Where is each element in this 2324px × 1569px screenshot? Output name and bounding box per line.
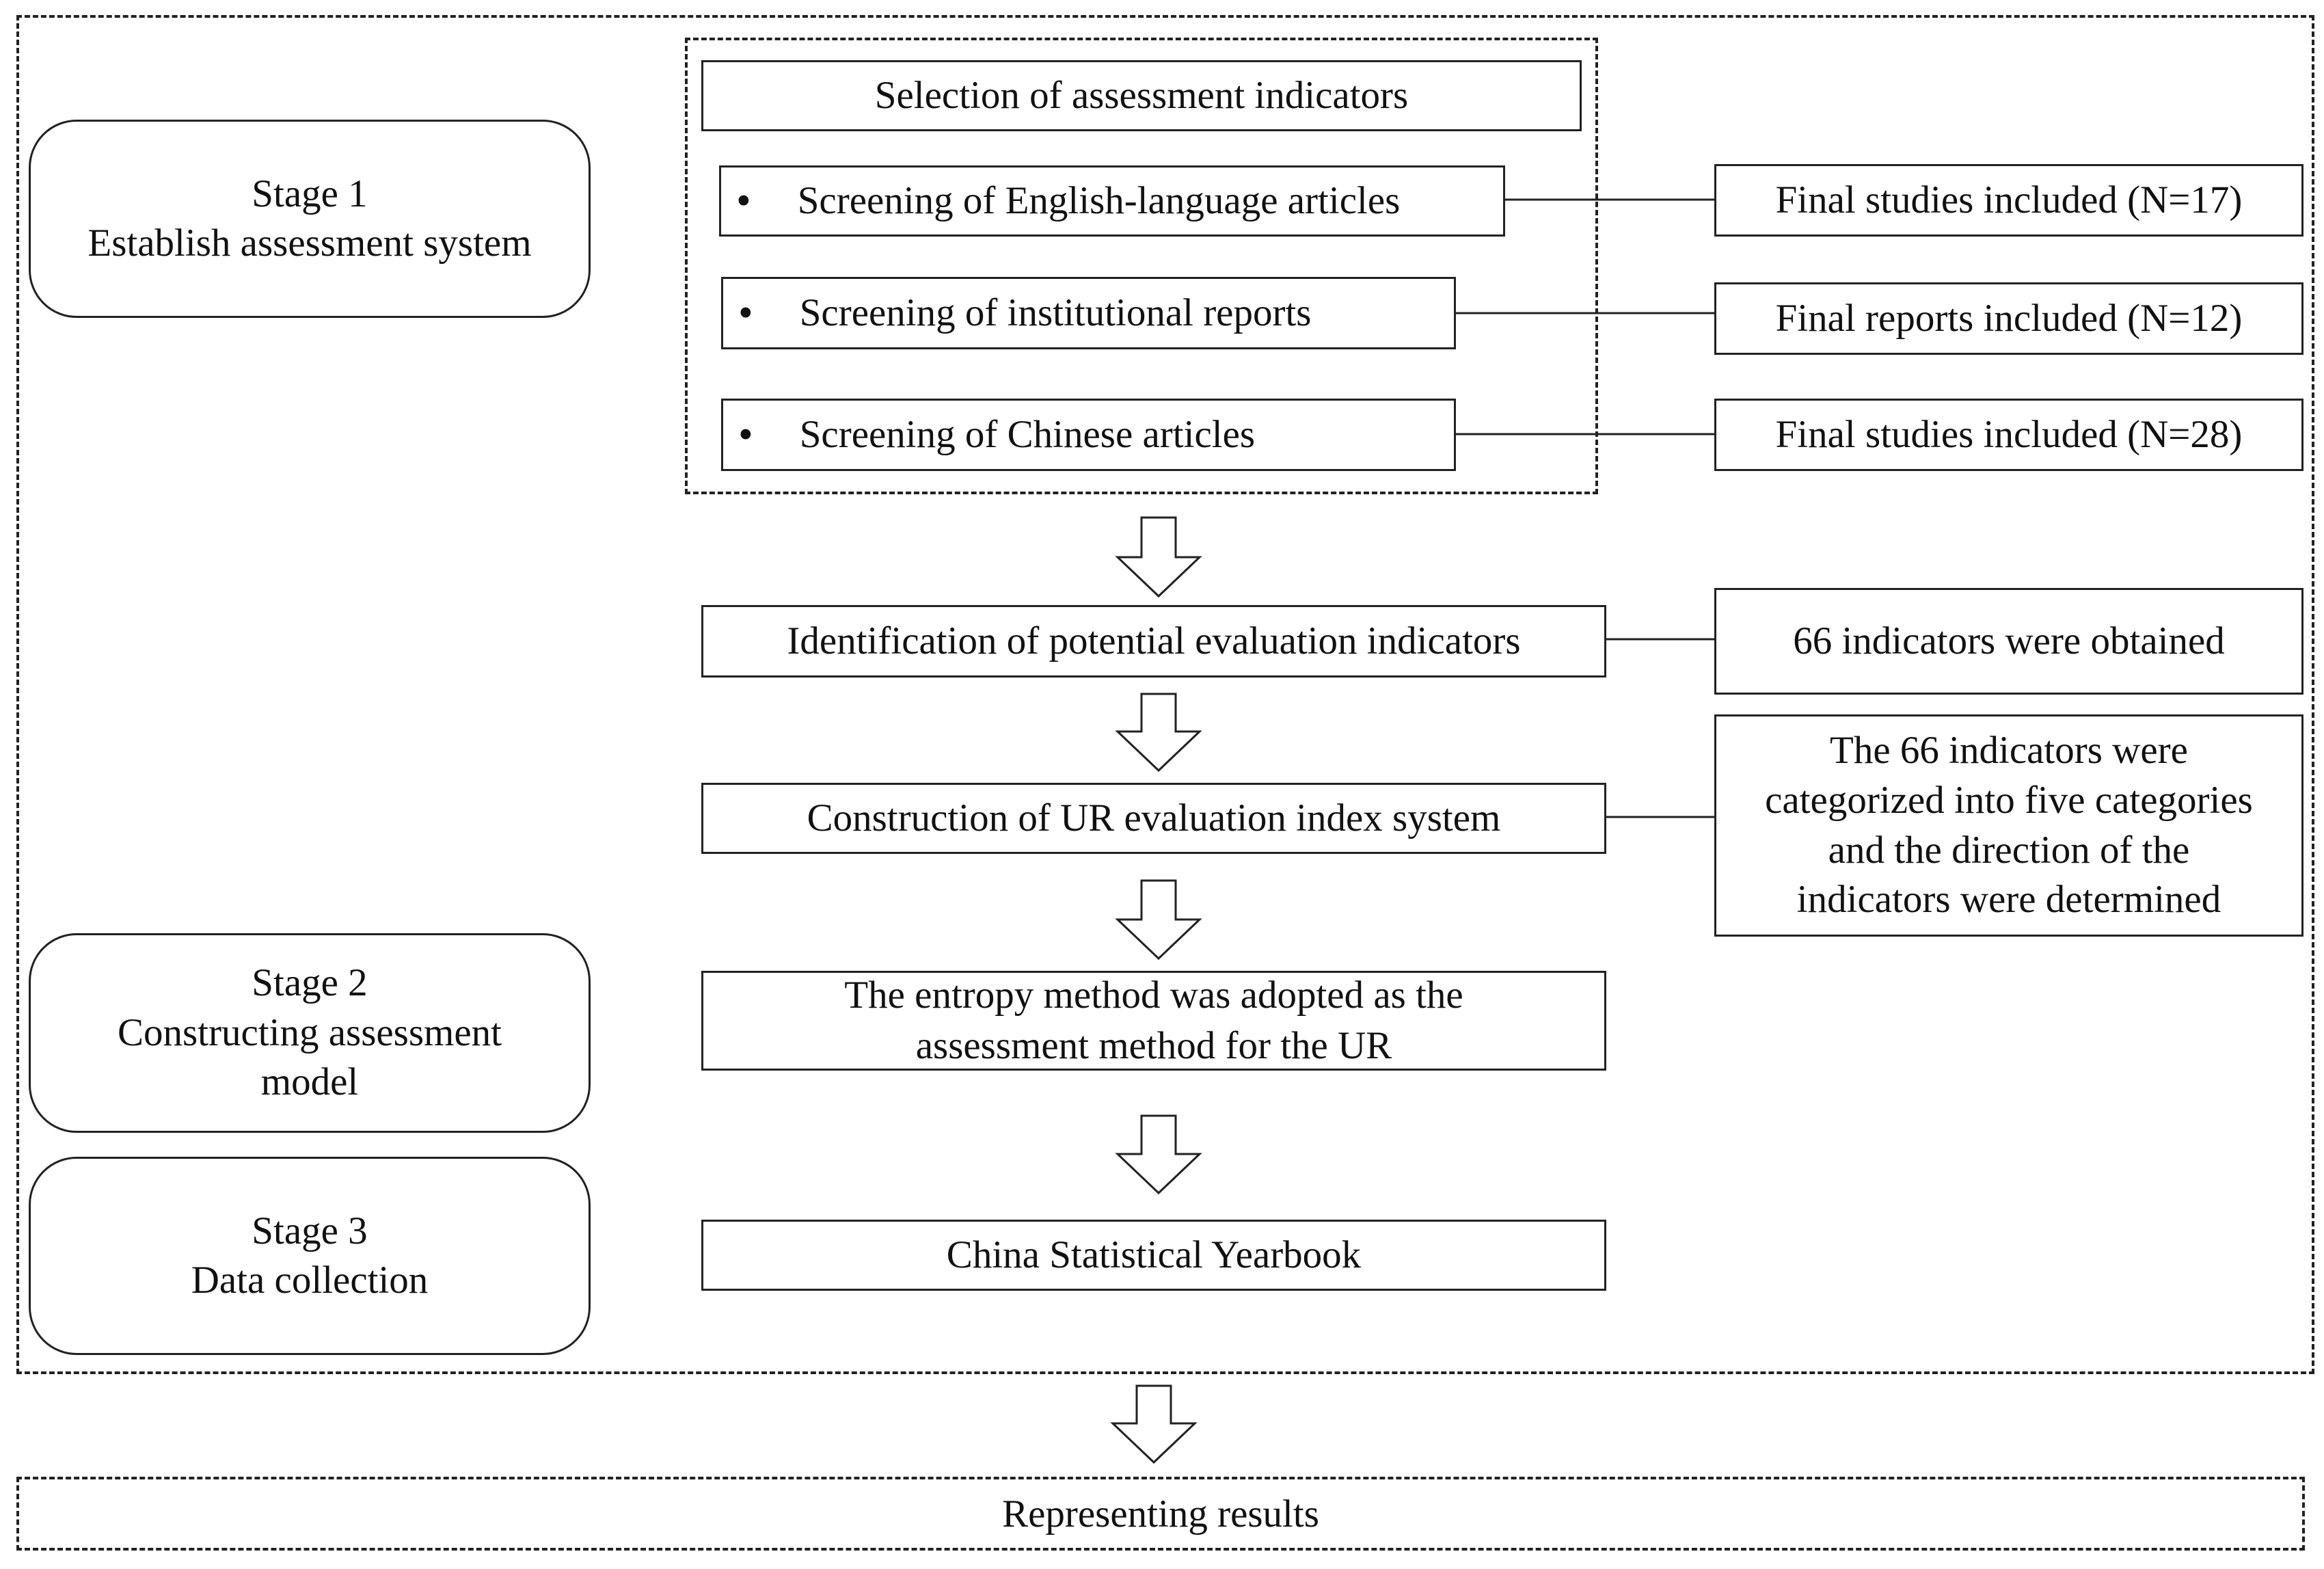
outcome-chinese-label: Final studies included (N=28) [1775,412,2243,456]
outcome-english-box: Final studies included (N=17) [1714,164,2303,237]
screening-reports-label: Screening of institutional reports [799,291,1312,334]
yearbook-label: China Statistical Yearbook [946,1233,1362,1276]
stage-3-desc: Data collection [191,1259,429,1302]
down-arrow-2 [1115,693,1202,773]
outcome-chinese-box: Final studies included (N=28) [1714,399,2303,471]
stages-frame [16,15,2314,1374]
outcome-indicators-box: 66 indicators were obtained [1714,588,2303,695]
outcome-categories-line3: and the direction of the [1828,828,2190,872]
construction-box: Construction of UR evaluation index syst… [701,783,1606,854]
screening-chinese-box: • Screening of Chinese articles [721,399,1456,471]
outcome-indicators-label: 66 indicators were obtained [1793,619,2225,662]
down-arrow-3 [1115,879,1202,961]
entropy-box: The entropy method was adopted as the as… [701,971,1606,1071]
stage-2: Stage 2 Constructing assessment model [29,933,591,1133]
down-arrow-4 [1115,1114,1202,1195]
construction-label: Construction of UR evaluation index syst… [807,796,1501,840]
outcome-reports-label: Final reports included (N=12) [1775,296,2243,340]
stage-1-title: Stage 1 [252,172,368,215]
stage-2-desc-line2: model [260,1060,359,1104]
outcome-categories-box: The 66 indicators were categorized into … [1714,714,2303,937]
outcome-categories-line4: indicators were determined [1796,878,2221,922]
outcome-english-label: Final studies included (N=17) [1775,178,2243,222]
selection-label: Selection of assessment indicators [874,73,1409,117]
stage-1: Stage 1 Establish assessment system [29,120,591,318]
down-arrow-1 [1115,516,1202,598]
outcome-categories-line1: The 66 indicators were [1830,728,2188,772]
screening-english-label: Screening of English-language articles [797,178,1401,222]
results-label: Representing results [1002,1492,1319,1536]
screening-chinese-label: Screening of Chinese articles [799,412,1256,456]
entropy-label-line2: assessment method for the UR [915,1024,1392,1067]
identification-box: Identification of potential evaluation i… [701,605,1606,678]
screening-group-frame [685,38,1598,494]
yearbook-box: China Statistical Yearbook [701,1220,1606,1291]
selection-box: Selection of assessment indicators [701,60,1582,131]
bullet-icon: • [736,177,751,224]
stage-1-desc: Establish assessment system [87,222,532,265]
bullet-icon: • [738,289,753,336]
screening-english-box: • Screening of English-language articles [719,165,1505,237]
identification-label: Identification of potential evaluation i… [787,619,1521,662]
down-arrow-5 [1110,1384,1198,1464]
stage-2-title: Stage 2 [252,961,368,1005]
outcome-reports-box: Final reports included (N=12) [1714,282,2303,355]
outcome-categories-line2: categorized into five categories [1765,778,2253,822]
stage-3-title: Stage 3 [252,1209,368,1252]
entropy-label-line1: The entropy method was adopted as the [844,973,1463,1017]
screening-reports-box: • Screening of institutional reports [721,277,1456,349]
results-frame: Representing results [16,1477,2305,1551]
stage-2-desc-line1: Constructing assessment [117,1010,502,1054]
stage-3: Stage 3 Data collection [29,1157,591,1355]
bullet-icon: • [738,411,753,458]
